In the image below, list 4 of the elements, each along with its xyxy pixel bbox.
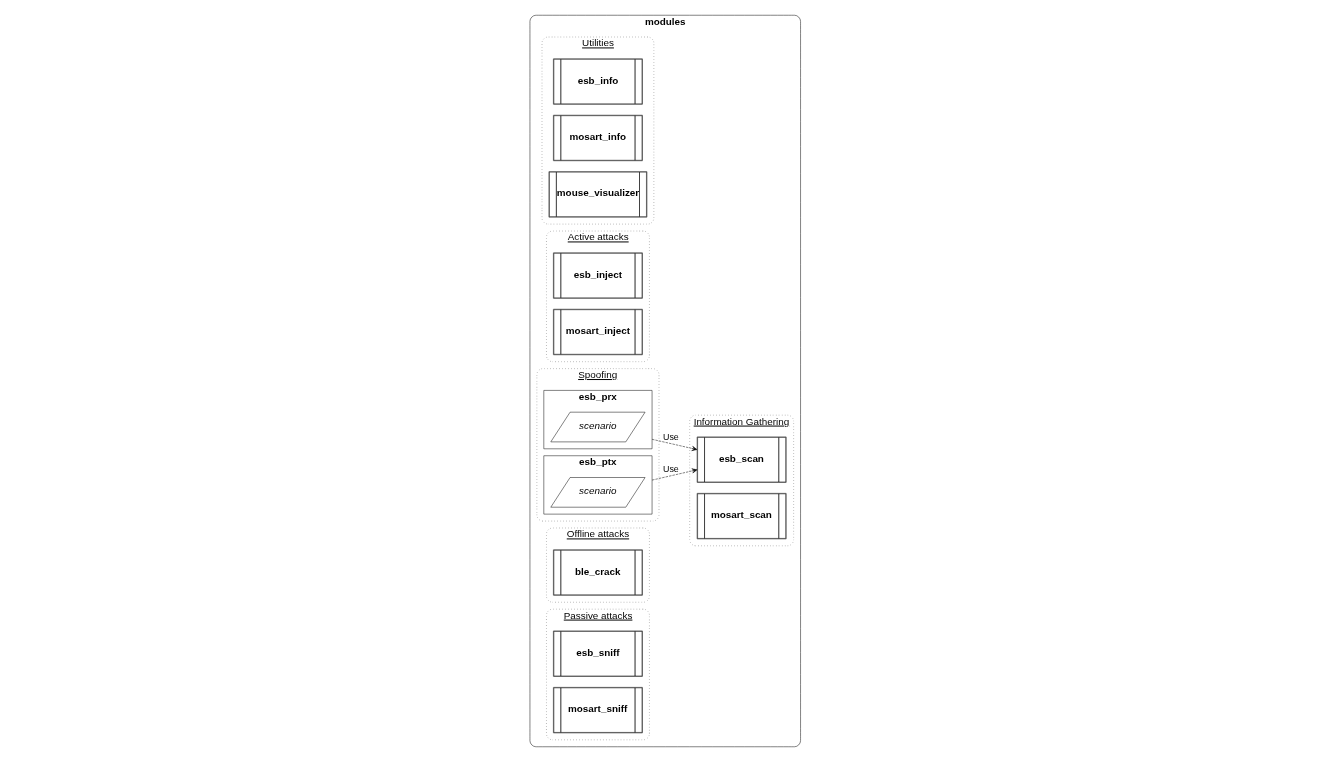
edge-label: Use xyxy=(662,432,679,443)
arrow xyxy=(651,439,698,451)
arrow xyxy=(651,468,698,481)
edge-label: Use xyxy=(662,463,679,474)
